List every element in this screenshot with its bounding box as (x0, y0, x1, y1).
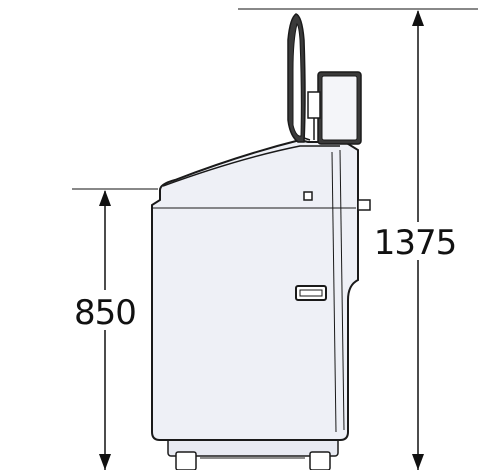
open-lid (287, 13, 311, 143)
indicator-square (303, 191, 313, 201)
machine-cabinet (151, 138, 359, 441)
dim-label-850: 850 (74, 293, 136, 333)
dim-arrow-bottom-850 (99, 454, 111, 470)
foot-right (309, 451, 331, 470)
dim-arrow-top-850 (99, 190, 111, 206)
machine-base (167, 435, 339, 470)
dim-label-1375: 1375 (374, 223, 457, 263)
dim-arrow-top-1375 (412, 10, 424, 26)
foot-left (175, 451, 197, 470)
control-box-mount (307, 91, 321, 119)
dimension-850: 850 (72, 188, 158, 470)
control-box (307, 71, 362, 145)
side-hook (357, 199, 371, 211)
dimension-1375: 1375 (238, 8, 478, 470)
dim-arrow-bottom-1375 (412, 454, 424, 470)
